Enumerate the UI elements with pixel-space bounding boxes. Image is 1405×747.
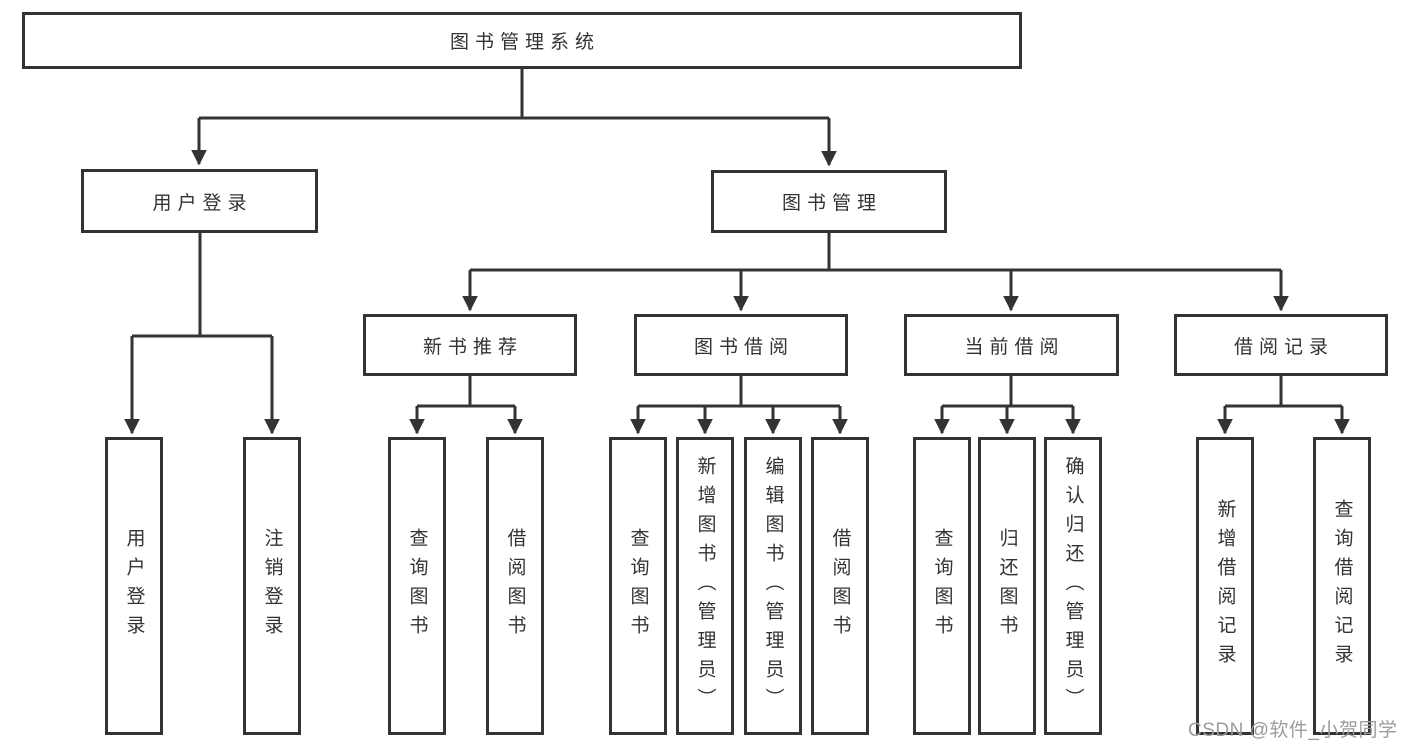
node-library-management-system: 图书管理系统 — [22, 12, 1022, 69]
leaf-query-books: 查询图书 — [913, 437, 971, 735]
leaf-add-borrow-record: 新增借阅记录 — [1196, 437, 1254, 735]
leaf-query-books: 查询图书 — [388, 437, 446, 735]
node-new-book-recommendation: 新书推荐 — [363, 314, 577, 376]
node-book-borrowing: 图书借阅 — [634, 314, 848, 376]
leaf-user-login: 用户登录 — [105, 437, 163, 735]
leaf-logout: 注销登录 — [243, 437, 301, 735]
node-borrowing-records: 借阅记录 — [1174, 314, 1388, 376]
node-current-borrowing: 当前借阅 — [904, 314, 1119, 376]
leaf-borrow-books: 借阅图书 — [811, 437, 869, 735]
leaf-confirm-return-admin: 确认归还（管理员） — [1044, 437, 1102, 735]
node-book-management: 图书管理 — [711, 170, 947, 233]
leaf-borrow-books: 借阅图书 — [486, 437, 544, 735]
csdn-watermark: CSDN @软件_小贺同学 — [1188, 720, 1398, 741]
leaf-add-book-admin: 新增图书（管理员） — [676, 437, 734, 735]
node-user-login: 用户登录 — [81, 169, 318, 233]
leaf-query-books: 查询图书 — [609, 437, 667, 735]
leaf-edit-book-admin: 编辑图书（管理员） — [744, 437, 802, 735]
leaf-return-books: 归还图书 — [978, 437, 1036, 735]
leaf-query-borrow-record: 查询借阅记录 — [1313, 437, 1371, 735]
